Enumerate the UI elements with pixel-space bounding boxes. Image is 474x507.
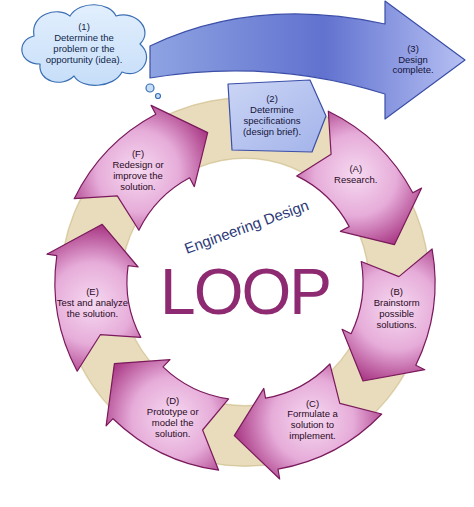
- step-arrow: (F)Redesign or improve the solution.: [72, 103, 210, 233]
- step-arrow: (E)Test and analyze the solution.: [44, 222, 143, 374]
- shape-path: [150, 1, 465, 119]
- step-text: Brainstorm possible solutions.: [361, 298, 433, 331]
- step-text: Test and analyze the solution.: [56, 298, 128, 320]
- text-group: (F)Redesign or improve the solution.: [102, 149, 174, 193]
- text-group: (A)Research.: [320, 164, 392, 186]
- step-text: Determine specifications (design brief).: [232, 105, 312, 138]
- text-group: (D)Prototype or model the solution.: [137, 396, 209, 440]
- text-group: (3)Design complete.: [389, 44, 437, 77]
- shape-path: [342, 249, 435, 381]
- step-arrow: (B)Brainstorm possible solutions.: [340, 247, 437, 383]
- step-text: Prototype or model the solution.: [137, 407, 209, 440]
- step-number: (B): [361, 287, 433, 298]
- text-group: (C)Formulate a solution to implement.: [277, 399, 349, 443]
- step-number: (2): [232, 94, 312, 105]
- idea-cloud: (1)Determine the problem or the opportun…: [14, 0, 164, 100]
- spec-box: (2)Determine specifications (design brie…: [226, 78, 328, 154]
- step-text: Determine the problem or the opportunity…: [41, 33, 127, 66]
- shape-path: [228, 80, 326, 152]
- step-number: (F): [102, 149, 174, 160]
- text-group: (B)Brainstorm possible solutions.: [361, 287, 433, 331]
- shape-path: [297, 111, 422, 245]
- step-number: (3): [389, 44, 437, 55]
- step-text: Redesign or improve the solution.: [102, 160, 174, 193]
- loop-subtitle: Engineering Design: [182, 197, 310, 256]
- step-number: (D): [137, 396, 209, 407]
- step-text: Formulate a solution to implement.: [277, 409, 349, 442]
- step-arrow: (D)Prototype or model the solution.: [104, 357, 231, 473]
- step-arrow: (A)Research.: [294, 109, 424, 247]
- text-group: (2)Determine specifications (design brie…: [232, 94, 312, 138]
- shape-path: [22, 5, 161, 99]
- step-number: (1): [41, 22, 127, 33]
- step-text: Research.: [320, 175, 392, 186]
- step-arrow: (C)Formulate a solution to implement.: [232, 361, 384, 481]
- loop-title: LOOP: [160, 260, 330, 324]
- step-number: (A): [320, 164, 392, 175]
- shape-path: [47, 224, 141, 371]
- shape-path: [234, 364, 381, 479]
- step-text: Design complete.: [389, 55, 437, 77]
- exit-arrow: (3)Design complete.: [148, 0, 467, 121]
- text-group: (1)Determine the problem or the opportun…: [41, 22, 127, 66]
- shape-path: [74, 105, 208, 230]
- text-group: (E)Test and analyze the solution.: [56, 287, 128, 320]
- step-number: (E): [56, 287, 128, 298]
- step-number: (C): [277, 399, 349, 410]
- shape-path: [106, 360, 229, 471]
